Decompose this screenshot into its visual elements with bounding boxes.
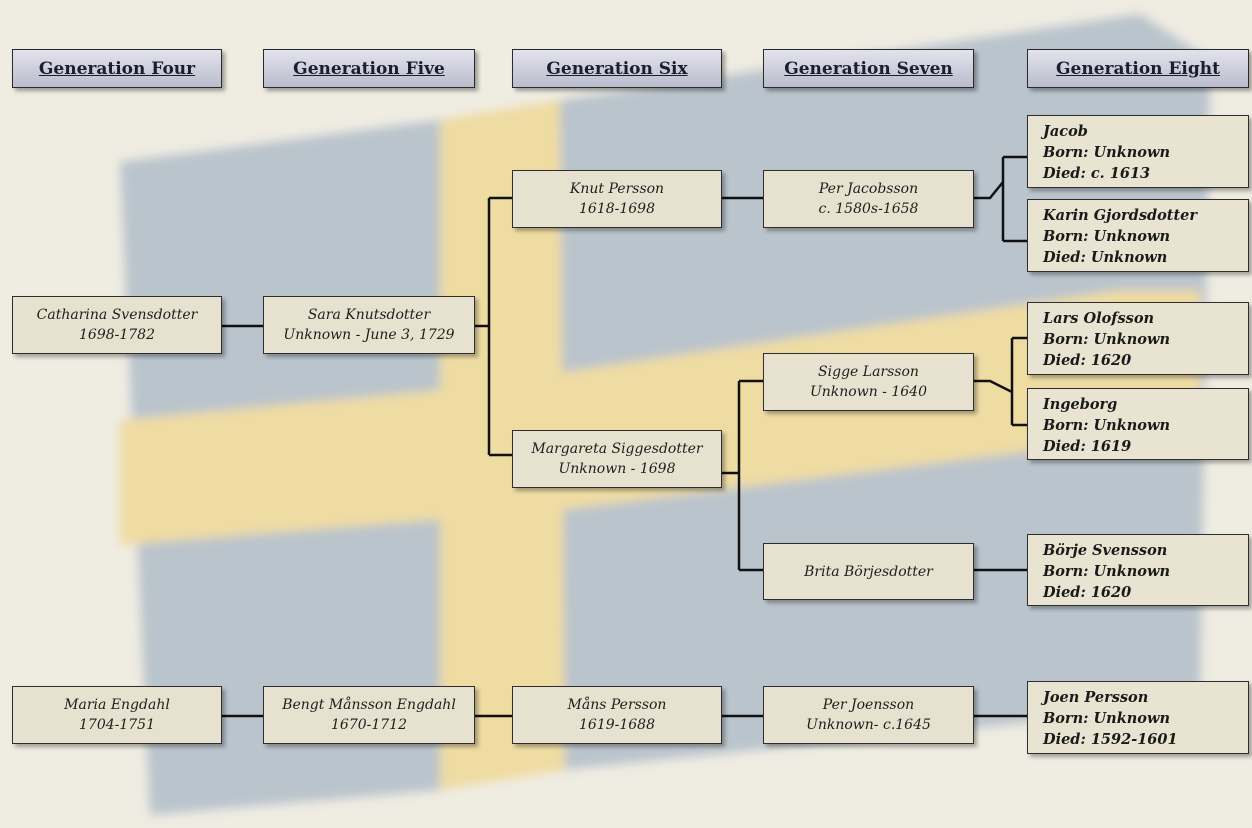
person-knut-persson: Knut Persson 1618-1698 — [512, 170, 722, 228]
ancestor-died: Died: 1592-1601 — [1043, 731, 1178, 748]
ancestor-name: Lars Olofsson — [1043, 310, 1155, 327]
person-bengt-mansson-engdahl: Bengt Månsson Engdahl 1670-1712 — [263, 686, 475, 744]
ancestor-borje-svensson: Börje Svensson Born: Unknown Died: 1620 — [1027, 534, 1249, 606]
person-catharina-svensdotter: Catharina Svensdotter 1698-1782 — [12, 296, 222, 354]
ancestor-born: Born: Unknown — [1043, 228, 1170, 245]
person-name: Bengt Månsson Engdahl — [282, 697, 456, 713]
person-dates: Unknown - 1698 — [558, 461, 676, 477]
ancestor-jacob: Jacob Born: Unknown Died: c. 1613 — [1027, 115, 1249, 188]
ancestor-born: Born: Unknown — [1043, 563, 1170, 580]
header-generation-seven: Generation Seven — [763, 49, 974, 88]
person-dates: Unknown - June 3, 1729 — [283, 327, 455, 343]
ancestor-born: Born: Unknown — [1043, 144, 1170, 161]
person-name: Sigge Larsson — [818, 364, 919, 380]
header-generation-five: Generation Five — [263, 49, 475, 88]
person-dates: 1618-1698 — [579, 201, 655, 217]
ancestor-born: Born: Unknown — [1043, 710, 1170, 727]
ancestor-karin-gjordsdotter: Karin Gjordsdotter Born: Unknown Died: U… — [1027, 199, 1249, 272]
connector-sigge-parents — [974, 336, 1028, 427]
person-name: Knut Persson — [569, 181, 665, 197]
ancestor-died: Died: Unknown — [1043, 249, 1168, 266]
connector-per-parents — [974, 155, 1028, 243]
person-maria-engdahl: Maria Engdahl 1704-1751 — [12, 686, 222, 744]
ancestor-lars-olofsson: Lars Olofsson Born: Unknown Died: 1620 — [1027, 302, 1249, 375]
person-sara-knutsdotter: Sara Knutsdotter Unknown - June 3, 1729 — [263, 296, 475, 354]
header-generation-four: Generation Four — [12, 49, 222, 88]
person-dates: 1670-1712 — [331, 717, 407, 733]
person-sigge-larsson: Sigge Larsson Unknown - 1640 — [763, 353, 974, 411]
ancestor-name: Karin Gjordsdotter — [1043, 207, 1198, 224]
person-dates: Unknown - 1640 — [809, 384, 927, 400]
person-dates: 1698-1782 — [79, 327, 155, 343]
person-name: Margareta Siggesdotter — [531, 441, 703, 457]
ancestor-name: Ingeborg — [1043, 396, 1118, 413]
person-name: Måns Persson — [567, 697, 667, 713]
ancestor-joen-persson: Joen Persson Born: Unknown Died: 1592-16… — [1027, 681, 1249, 754]
ancestor-died: Died: 1620 — [1043, 584, 1132, 601]
ancestor-name: Börje Svensson — [1043, 542, 1168, 559]
ancestor-born: Born: Unknown — [1043, 331, 1170, 348]
ancestor-name: Joen Persson — [1043, 689, 1149, 706]
ancestor-died: Died: 1619 — [1043, 438, 1132, 455]
person-dates: Unknown- c.1645 — [806, 717, 931, 733]
person-name: Sara Knutsdotter — [307, 307, 431, 323]
person-name: Per Joensson — [822, 697, 915, 713]
ancestor-died: Died: c. 1613 — [1043, 165, 1151, 182]
person-name: Brita Börjesdotter — [804, 563, 933, 580]
person-dates: 1704-1751 — [79, 717, 155, 733]
person-name: Maria Engdahl — [64, 697, 170, 713]
person-per-jacobsson: Per Jacobsson c. 1580s-1658 — [763, 170, 974, 228]
ancestor-name: Jacob — [1043, 123, 1088, 140]
ancestor-died: Died: 1620 — [1043, 352, 1132, 369]
person-per-joensson: Per Joensson Unknown- c.1645 — [763, 686, 974, 744]
header-generation-six: Generation Six — [512, 49, 722, 88]
header-generation-eight: Generation Eight — [1027, 49, 1249, 88]
person-mans-persson: Måns Persson 1619-1688 — [512, 686, 722, 744]
person-dates: c. 1580s-1658 — [818, 201, 919, 217]
person-name: Catharina Svensdotter — [36, 307, 198, 323]
person-brita-borjesdotter: Brita Börjesdotter — [763, 543, 974, 600]
ancestor-born: Born: Unknown — [1043, 417, 1170, 434]
ancestor-ingeborg: Ingeborg Born: Unknown Died: 1619 — [1027, 388, 1249, 460]
person-dates: 1619-1688 — [579, 717, 655, 733]
person-name: Per Jacobsson — [818, 181, 919, 197]
person-margareta-siggesdotter: Margareta Siggesdotter Unknown - 1698 — [512, 430, 722, 488]
connector-margareta-parents — [722, 379, 764, 572]
connector-sara-parents — [475, 196, 513, 457]
